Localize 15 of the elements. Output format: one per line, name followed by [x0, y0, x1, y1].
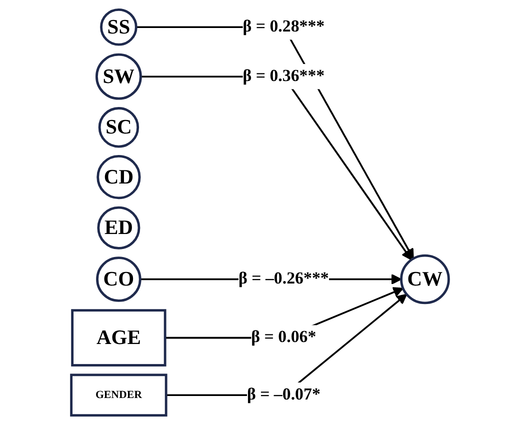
- edge-label: β = 0.36***: [242, 68, 325, 86]
- edge-label: β = 0.28***: [242, 18, 325, 36]
- edge-label: β = –0.07*: [246, 386, 320, 404]
- node-circle: CD: [96, 155, 141, 200]
- node-circle: ED: [97, 206, 140, 250]
- node-box: GENDER: [70, 374, 168, 417]
- node-circle: SC: [98, 107, 140, 148]
- edge-label: β = 0.06*: [251, 328, 316, 347]
- node-circle: SW: [95, 53, 142, 100]
- edge-label: β = –0.26***: [238, 270, 329, 288]
- node-circle: CO: [96, 256, 142, 302]
- arrow: [166, 294, 408, 396]
- node-box: AGE: [71, 309, 166, 366]
- node-circle: CW: [400, 254, 450, 304]
- node-circle: SS: [100, 8, 138, 46]
